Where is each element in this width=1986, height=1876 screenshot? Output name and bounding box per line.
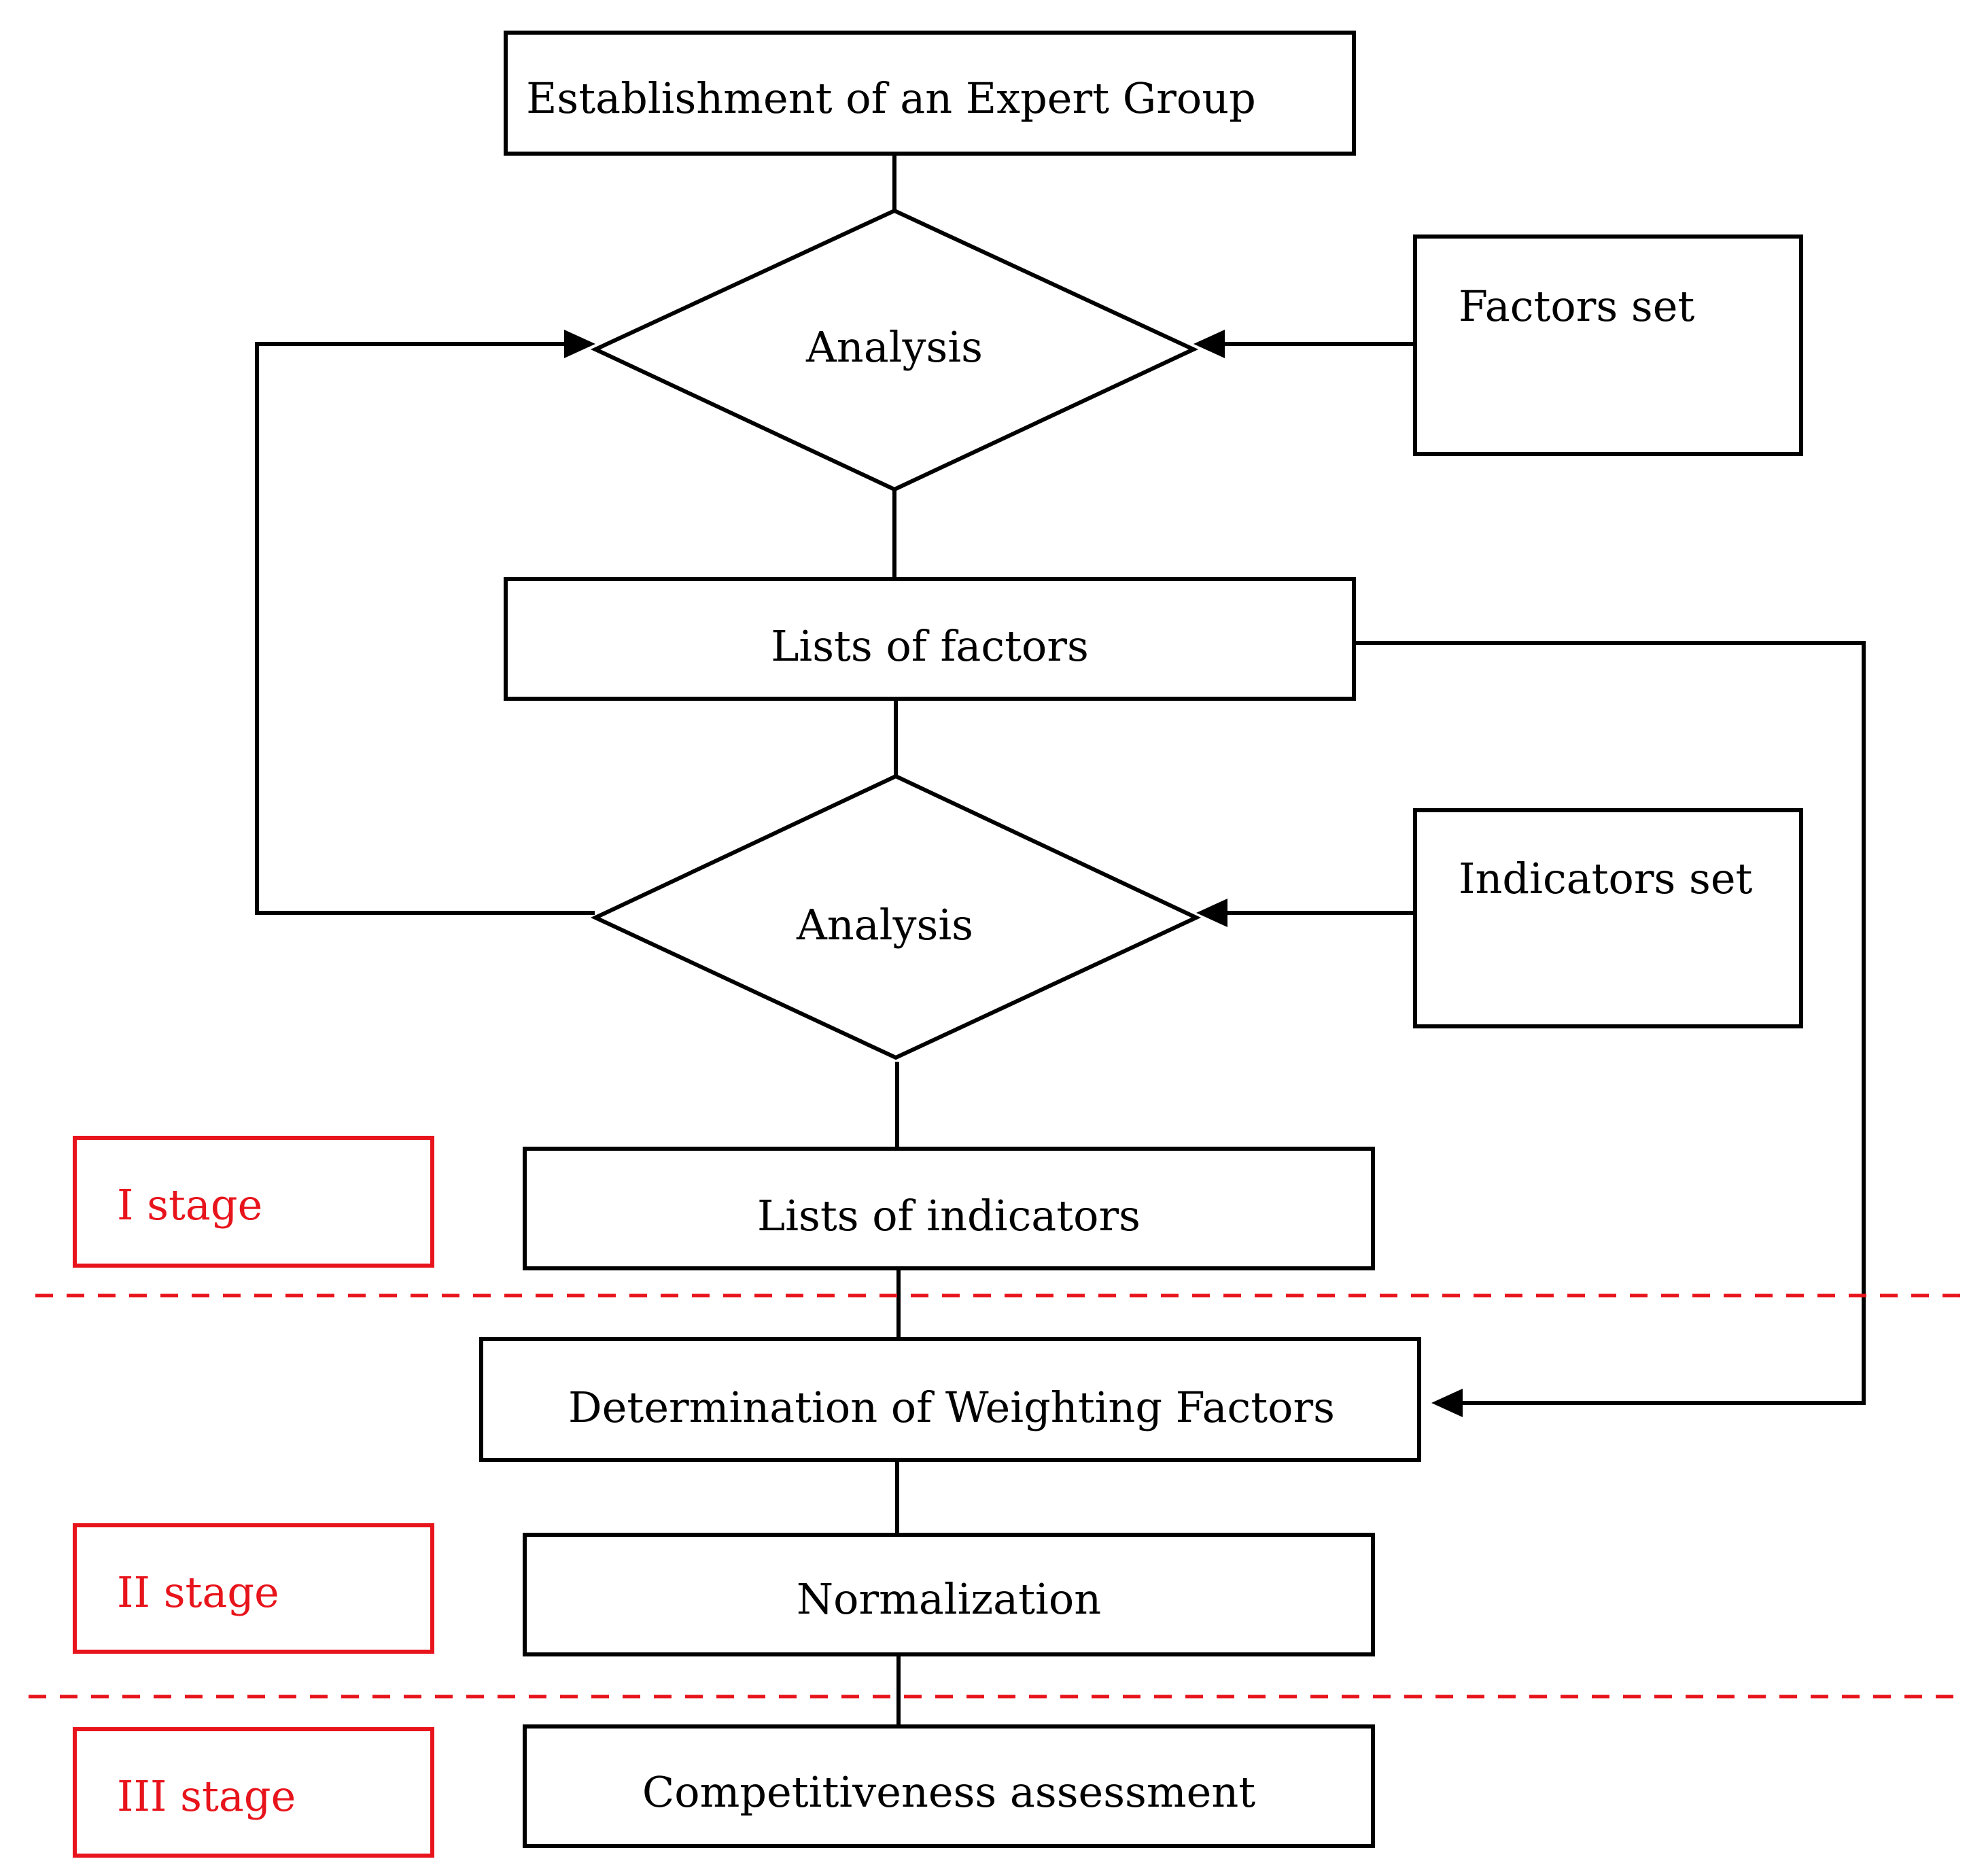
node-lists-of-factors: Lists of factors: [504, 577, 1356, 701]
connectors: [255, 155, 1866, 1726]
normalization-label: Normalization: [797, 1574, 1101, 1624]
indicators-set-arrowhead: [1196, 899, 1227, 927]
analysis-1-diamond: [590, 208, 1199, 492]
stage-3-box: [73, 1727, 434, 1858]
factors-set-label: Factors set: [1459, 281, 1694, 331]
factors-set-arrowhead: [1194, 330, 1225, 358]
weighting-factors-label: Determination of Weighting Factors: [568, 1383, 1335, 1432]
lists-of-indicators-box: [523, 1147, 1375, 1270]
indicators-set-box: [1413, 808, 1803, 1028]
node-analysis-2: Analysis: [590, 774, 1202, 1060]
feedback-loop-line: [255, 342, 595, 915]
node-competitiveness-assessment: Competitiveness assessment: [523, 1724, 1375, 1848]
stage-2-box: [73, 1523, 434, 1654]
node-lists-of-indicators: Lists of indicators: [523, 1147, 1375, 1270]
stage-1-box: [73, 1136, 434, 1268]
node-indicators-set: Indicators set: [1413, 808, 1803, 1028]
analysis-2-label: Analysis: [796, 900, 973, 950]
competitiveness-box: [523, 1724, 1375, 1848]
lists-of-factors-box: [504, 577, 1356, 701]
node-weighting-factors: Determination of Weighting Factors: [479, 1337, 1421, 1462]
lists-of-indicators-label: Lists of indicators: [757, 1191, 1140, 1240]
competitiveness-label: Competitiveness assessment: [642, 1767, 1255, 1817]
stage-2-marker: II stage: [73, 1523, 434, 1654]
factors-to-weighting-arrowhead: [1431, 1389, 1463, 1417]
stage-1-marker: I stage: [73, 1136, 434, 1268]
weighting-factors-box: [479, 1337, 1421, 1462]
stage-2-label: II stage: [117, 1567, 279, 1617]
factors-to-weighting-line: [1355, 641, 1866, 1405]
indicators-set-label: Indicators set: [1459, 854, 1753, 903]
factors-set-box: [1413, 234, 1803, 456]
feedback-loop-arrowhead: [564, 330, 595, 358]
node-analysis-1: Analysis: [590, 208, 1199, 492]
stage-1-label: I stage: [117, 1180, 262, 1230]
lists-of-factors-label: Lists of factors: [771, 621, 1089, 671]
stage-3-label: III stage: [117, 1771, 296, 1821]
expert-group-box: [504, 31, 1356, 156]
stage-3-marker: III stage: [73, 1727, 434, 1858]
node-factors-set: Factors set: [1413, 234, 1803, 456]
expert-group-label: Establishment of an Expert Group: [526, 73, 1256, 123]
normalization-box: [523, 1533, 1375, 1656]
node-normalization: Normalization: [523, 1533, 1375, 1656]
node-expert-group: Establishment of an Expert Group: [504, 31, 1356, 156]
analysis-2-diamond: [590, 774, 1202, 1060]
analysis-1-label: Analysis: [805, 322, 983, 372]
